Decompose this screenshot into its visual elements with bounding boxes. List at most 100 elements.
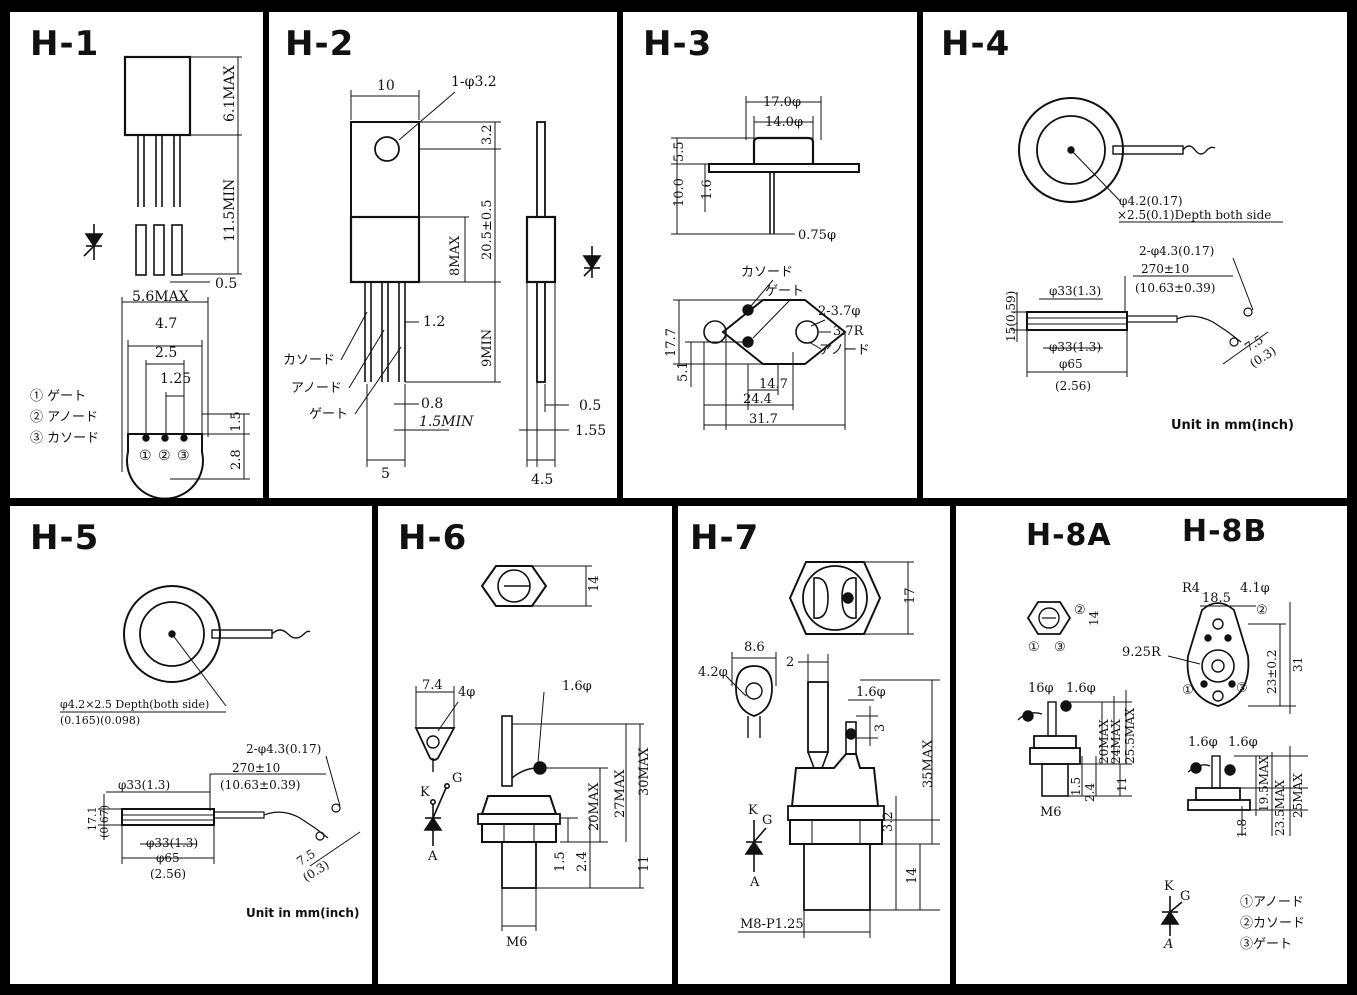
- label-gate: ゲート: [309, 407, 348, 422]
- h8a-dim-16phi: 16φ: [1028, 681, 1054, 696]
- dim-depth: φ4.2×2.5 Depth(both side): [60, 698, 209, 711]
- label-cathode: カソード: [283, 353, 335, 368]
- h7-cathode-lead: [807, 681, 829, 753]
- dim-5-1: 5.1: [676, 361, 691, 382]
- h8a-dim-m6: M6: [1040, 805, 1062, 820]
- h8b-dim-23-5max: 23.5MAX: [1273, 779, 1287, 836]
- h8b-dim-r4: R4: [1182, 581, 1200, 596]
- h8a-dim-11: 11: [1115, 777, 1129, 792]
- dim-2-phi4-3: 2-φ4.3(0.17): [246, 742, 321, 756]
- h4-outer-disc: [1018, 97, 1124, 203]
- dim-10-63: (10.63±0.39): [1135, 281, 1216, 295]
- h1-drawing: 6.1MAX 11.5MIN 0.5 5.6MAX 4.7 2.5 1.25 ①…: [83, 55, 250, 498]
- label-gate: ゲート: [765, 284, 804, 299]
- panel-title: H-4: [941, 24, 1011, 64]
- dim-phi65: φ65: [1059, 357, 1083, 371]
- pin-1-label: ①: [139, 448, 152, 464]
- symbol-k: K: [748, 803, 758, 818]
- h1-vertical-dims: [182, 56, 242, 275]
- panel-title-h8b: H-8B: [1182, 514, 1268, 549]
- h8-drawing: ② 14 ① ③ 16φ 1.6φ 20MAX 24MAX: [1017, 581, 1308, 952]
- dim-8-6: 8.6: [744, 640, 765, 655]
- dim-phi33-bottom: φ33(1.3): [1049, 340, 1101, 354]
- panel-h4: H-4 φ4.2(0.17) ×2.5(0.1)Depth both side …: [923, 12, 1347, 498]
- dim-3-7r: 3.7R: [833, 324, 865, 339]
- legend-item: ③ カソード: [30, 431, 100, 446]
- dim-3-2: 3.2: [881, 811, 896, 832]
- dim-0-67: (0.67): [98, 805, 111, 838]
- dim-17-1: 17.1: [86, 807, 99, 832]
- dim-35max: 35MAX: [921, 739, 936, 788]
- dim-4-5: 4.5: [531, 472, 553, 488]
- h2-mounting-tab: [350, 121, 420, 218]
- unit-note: Unit in mm(inch): [246, 906, 360, 920]
- dim-1-5: 1.5: [229, 411, 244, 432]
- dim-1-6: 1.6: [700, 179, 715, 200]
- dim-5-5: 5.5: [672, 141, 687, 162]
- h8b-dim-1-8: 1.8: [1235, 819, 1249, 838]
- h8b-dim-25max: 25MAX: [1291, 773, 1305, 818]
- dim-3-2: 3.2: [480, 124, 495, 145]
- panel-h8: H-8A H-8B ② 14 ① ③ 16φ 1.6φ: [956, 506, 1347, 984]
- dim-m8-p1-25: M8-P1.25: [740, 917, 804, 932]
- h4-side-body: [1026, 311, 1128, 331]
- h8a-dim-20max: 20MAX: [1097, 719, 1111, 764]
- h8b-stud-body: [1195, 787, 1241, 801]
- h1-pin-legend: ① ゲート ② アノード ③ カソード: [30, 386, 99, 449]
- dim-2: 2: [786, 655, 794, 670]
- h8a-hex-top: [1026, 601, 1072, 635]
- dim-24-4: 24.4: [743, 392, 772, 407]
- dim-17-7: 17.7: [664, 328, 679, 357]
- dim-14phi: 14.0φ: [765, 115, 803, 130]
- dim-2-56: (2.56): [150, 867, 186, 881]
- dim-2-4: 2.4: [575, 851, 590, 872]
- dim-11-5min: 11.5MIN: [222, 179, 238, 242]
- dim-4-2phi: 4.2φ: [698, 665, 728, 680]
- legend-item: ② アノード: [30, 410, 98, 425]
- h7-stud-body: [790, 753, 880, 807]
- panel-title-h8a: H-8A: [1026, 518, 1112, 553]
- h6-gate-wire: [501, 715, 513, 787]
- h2-leads: [364, 282, 406, 382]
- h7-hex-top: [788, 561, 882, 635]
- h8b-dim-23: 23±0.2: [1265, 650, 1279, 694]
- h8a-dim-2-4: 2.4: [1083, 783, 1097, 802]
- dim-10-0: 10.0: [672, 178, 687, 207]
- h1-body: [123, 55, 192, 137]
- dim-10: 10: [377, 78, 395, 94]
- dim-0-75phi: 0.75φ: [798, 228, 836, 243]
- h8-scr-symbol-icon: [1160, 896, 1183, 936]
- legend-item: ① ゲート: [30, 389, 87, 404]
- dim-17: 17: [903, 587, 918, 604]
- label-anode: アノード: [819, 343, 870, 358]
- dim-20max: 20MAX: [587, 782, 602, 831]
- h8b-dim-1-6phi-a: 1.6φ: [1188, 735, 1218, 750]
- dim-1-6phi: 1.6φ: [562, 679, 592, 694]
- h5-side-body: [121, 808, 215, 826]
- dim-0-5: 0.5: [579, 398, 601, 414]
- dim-27max: 27MAX: [613, 769, 628, 818]
- h8a-dim-1-6phi: 1.6φ: [1066, 681, 1096, 696]
- symbol-k: K: [420, 785, 430, 800]
- symbol-g: G: [1180, 889, 1190, 904]
- panel-title: H-5: [30, 518, 100, 558]
- h7-scr-symbol-icon: [744, 820, 767, 872]
- dim-11: 11: [637, 855, 652, 872]
- dim-7-4: 7.4: [422, 678, 443, 693]
- h5-outer-disc: [123, 585, 221, 683]
- symbol-a: A: [1163, 937, 1173, 952]
- dim-3: 3: [873, 724, 888, 732]
- dim-30max: 30MAX: [637, 747, 652, 796]
- dim-14: 14: [905, 867, 920, 884]
- dim-1-2: 1.2: [423, 314, 445, 330]
- h3-drawing: 17.0φ 14.0φ 5.5 10.0 1.6 0.75φ カソード ゲート …: [664, 95, 870, 430]
- h2-drawing: 10 1-φ3.2 3.2 20.5±0.5 8MAX 9MIN: [283, 74, 606, 488]
- h8a-pin-1: ①: [1028, 640, 1040, 655]
- dim-0-165: (0.165)(0.098): [60, 714, 140, 727]
- label-anode: アノード: [291, 381, 342, 396]
- h8b-flange: [1186, 602, 1250, 707]
- dim-15: 15(0.59): [1004, 291, 1018, 342]
- dim-1-phi3-2: 1-φ3.2: [451, 74, 497, 90]
- dim-20-5: 20.5±0.5: [480, 199, 495, 260]
